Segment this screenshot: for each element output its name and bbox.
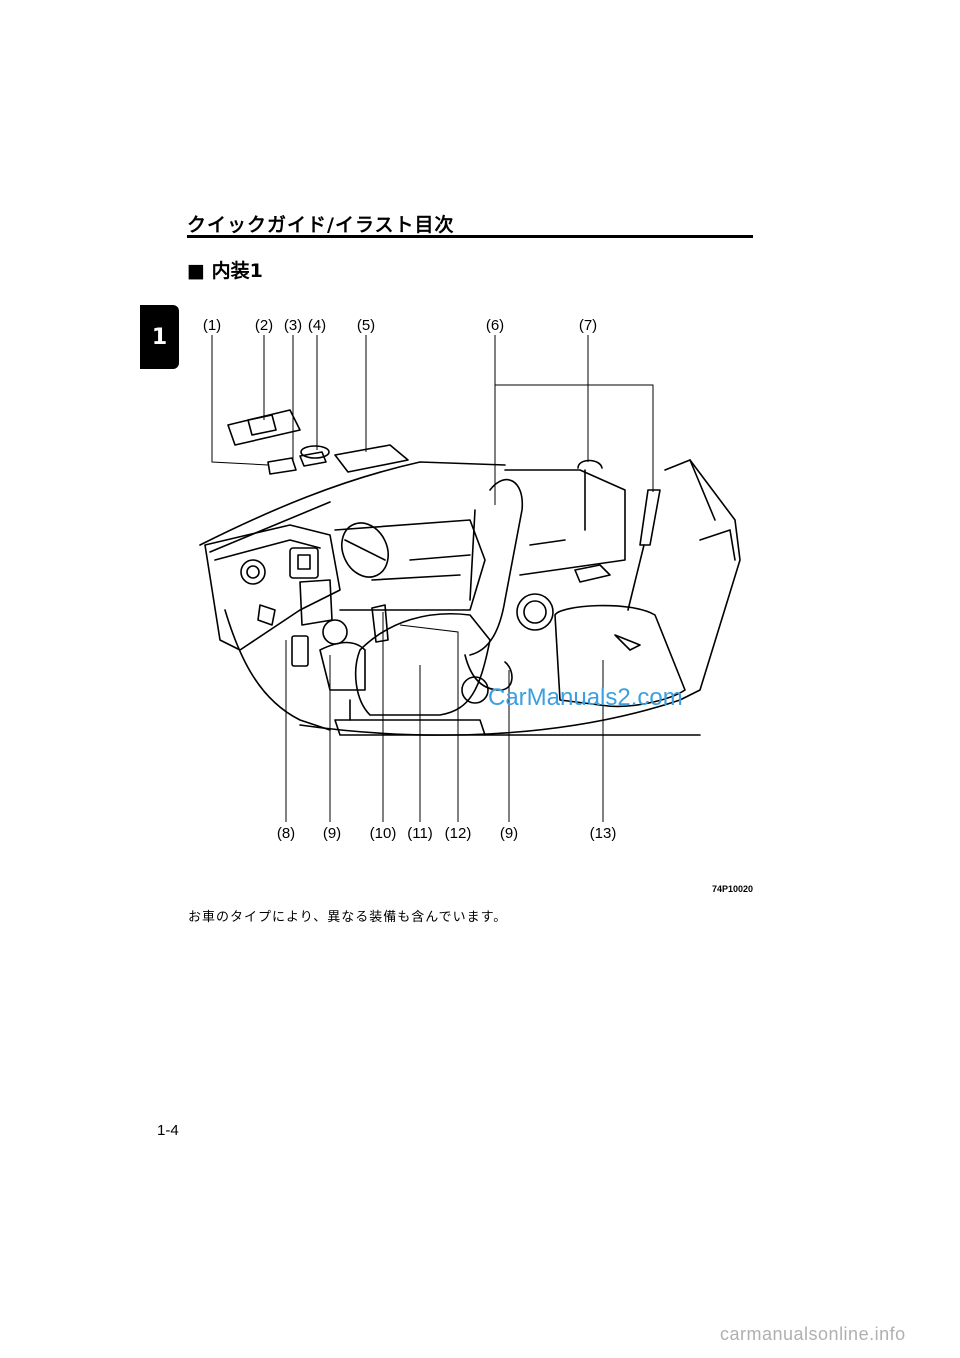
callout-8: (8) bbox=[277, 825, 295, 842]
figure-code: 74P10020 bbox=[711, 884, 753, 894]
callout-11: (11) bbox=[407, 825, 433, 842]
callout-10: (10) bbox=[370, 825, 397, 842]
callout-2: (2) bbox=[255, 317, 273, 334]
callout-12: (12) bbox=[445, 825, 472, 842]
callout-1: (1) bbox=[203, 317, 221, 334]
callout-9b: (9) bbox=[500, 825, 518, 842]
page-number: 1-4 bbox=[157, 1122, 179, 1139]
watermark-middle: CarManuals2.com bbox=[488, 684, 683, 711]
callout-9a: (9) bbox=[323, 825, 341, 842]
chapter-tab: 1 bbox=[140, 305, 179, 369]
leader-lines bbox=[211, 335, 654, 822]
callout-5: (5) bbox=[357, 317, 375, 334]
watermark-bottom: carmanualsonline.info bbox=[720, 1324, 906, 1344]
callout-4: (4) bbox=[308, 317, 326, 334]
callout-6: (6) bbox=[486, 317, 504, 334]
section-title: ■ 内装1 bbox=[187, 260, 263, 282]
header-title: クイックガイド/イラスト目次 bbox=[187, 214, 455, 236]
note-text: お車のタイプにより、異なる装備も含んでいます。 bbox=[188, 910, 508, 925]
callout-13: (13) bbox=[590, 825, 617, 842]
car-interior-drawing bbox=[199, 409, 741, 736]
callout-7: (7) bbox=[579, 317, 597, 334]
header-rule bbox=[187, 235, 753, 238]
callout-3: (3) bbox=[284, 317, 302, 334]
